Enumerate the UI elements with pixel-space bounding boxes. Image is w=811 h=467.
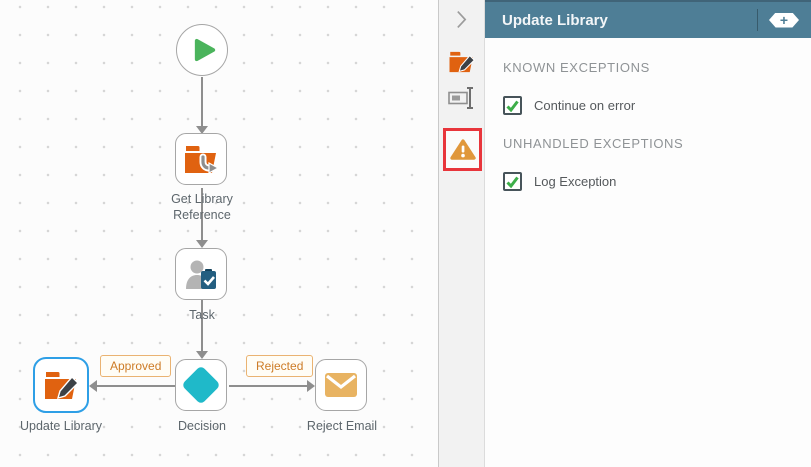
folder-edit-icon <box>449 51 475 73</box>
plus-icon: + <box>779 12 789 28</box>
add-button[interactable]: + <box>769 12 799 28</box>
tab-details[interactable] <box>439 50 484 74</box>
connector-task-decision <box>201 300 203 351</box>
edge-label-rejected[interactable]: Rejected <box>246 355 314 378</box>
diamond-icon <box>181 365 221 405</box>
panel-title: Update Library <box>502 11 608 29</box>
tab-rename[interactable] <box>439 87 484 109</box>
node-reject-email[interactable] <box>315 359 367 411</box>
node-label: Update Library <box>20 419 102 433</box>
checkbox-label: Continue on error <box>534 98 636 113</box>
connector-decision-updatelibrary <box>97 385 175 387</box>
node-start[interactable] <box>176 24 228 76</box>
section-heading-known-exceptions: KNOWN EXCEPTIONS <box>503 60 650 75</box>
workflow-canvas[interactable]: Approved Rejected Get Library Reference … <box>0 0 439 467</box>
properties-icon-strip <box>438 0 485 467</box>
arrowhead-left-icon <box>89 380 97 392</box>
connector-decision-rejectemail <box>229 385 307 387</box>
highlight-box <box>443 128 482 171</box>
arrowhead-down-icon <box>196 240 208 248</box>
tab-exceptions[interactable] <box>446 138 479 161</box>
checkbox-row-continue-on-error[interactable]: Continue on error <box>503 96 793 115</box>
node-task[interactable] <box>175 248 227 300</box>
connector-start-getlibrary <box>201 77 203 126</box>
node-label: Reject Email <box>306 419 378 433</box>
checkmark-icon <box>506 176 519 188</box>
node-label: Decision <box>178 419 226 433</box>
node-decision[interactable] <box>175 359 227 411</box>
node-label: Task <box>189 308 215 322</box>
checkbox-row-log-exception[interactable]: Log Exception <box>503 172 793 191</box>
play-icon <box>194 38 215 62</box>
node-get-library-reference[interactable] <box>175 133 227 185</box>
arrowhead-right-icon <box>307 380 315 392</box>
edge-label-approved[interactable]: Approved <box>100 355 172 378</box>
checkmark-icon <box>506 100 519 112</box>
user-task-icon <box>186 260 216 289</box>
section-heading-unhandled-exceptions: UNHANDLED EXCEPTIONS <box>503 136 684 151</box>
panel-body: KNOWN EXCEPTIONS Continue on error UNHAN… <box>485 38 811 191</box>
properties-panel: Update Library + KNOWN EXCEPTIONS Contin… <box>485 0 811 467</box>
checkbox-label: Log Exception <box>534 174 617 189</box>
node-label: Get Library Reference <box>171 192 233 222</box>
node-update-library[interactable] <box>33 357 89 413</box>
checkbox-log-exception[interactable] <box>503 172 522 191</box>
folder-edit-icon <box>45 371 79 399</box>
folder-output-icon <box>185 145 219 174</box>
arrowhead-down-icon <box>196 126 208 134</box>
checkbox-continue-on-error[interactable] <box>503 96 522 115</box>
panel-header: Update Library + <box>485 0 811 38</box>
collapse-panel-button[interactable] <box>439 10 484 29</box>
rename-icon <box>448 87 473 109</box>
connector-getlibrary-task <box>201 188 203 240</box>
arrowhead-down-icon <box>196 351 208 359</box>
envelope-icon <box>325 373 357 397</box>
chevron-right-icon <box>457 11 467 28</box>
warning-icon <box>449 139 476 160</box>
header-divider <box>757 9 758 31</box>
